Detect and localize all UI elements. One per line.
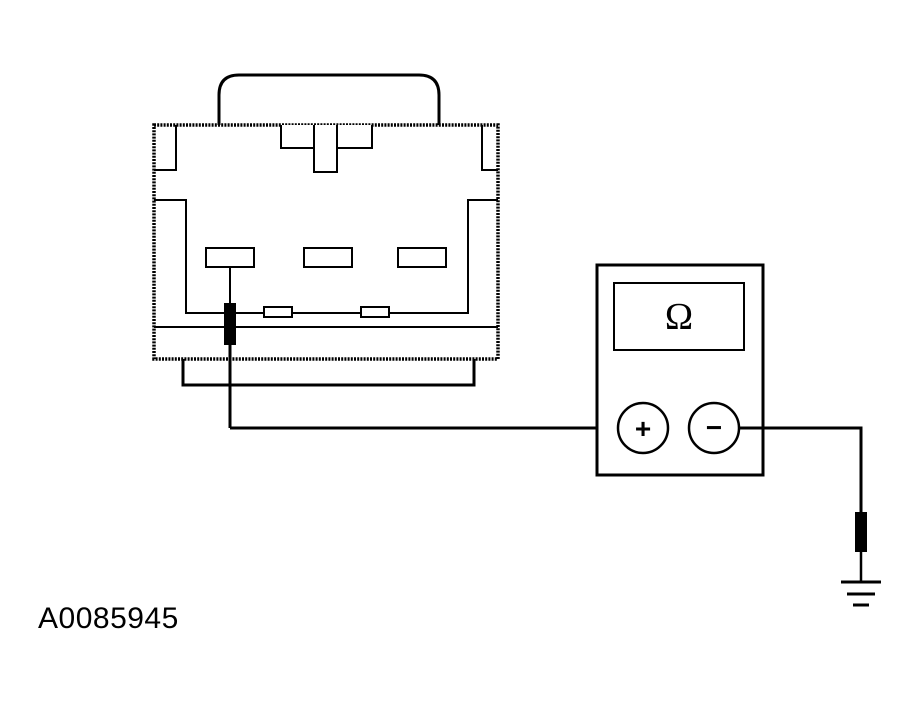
ohmmeter: Ω + − — [595, 263, 765, 477]
terminal-1 — [205, 247, 255, 268]
connector-bottom-flange — [181, 359, 476, 387]
retainer-slot-left — [263, 306, 293, 318]
positive-sign: + — [635, 413, 651, 444]
terminal-2 — [303, 247, 353, 268]
back-probe — [224, 267, 236, 428]
connector — [152, 73, 500, 387]
connector-cavity — [154, 125, 498, 314]
ground-symbol-icon — [841, 580, 881, 607]
negative-test-lead — [739, 426, 867, 582]
terminal-3 — [397, 247, 447, 268]
connector-latch — [217, 73, 441, 125]
negative-sign: − — [706, 412, 722, 443]
positive-terminal — [616, 401, 670, 455]
meter-display — [613, 282, 745, 351]
figure-reference-code: A0085945 — [38, 602, 179, 635]
retainer-slot-right — [360, 306, 390, 318]
connector-key — [280, 125, 373, 173]
ohm-symbol: Ω — [665, 296, 693, 338]
